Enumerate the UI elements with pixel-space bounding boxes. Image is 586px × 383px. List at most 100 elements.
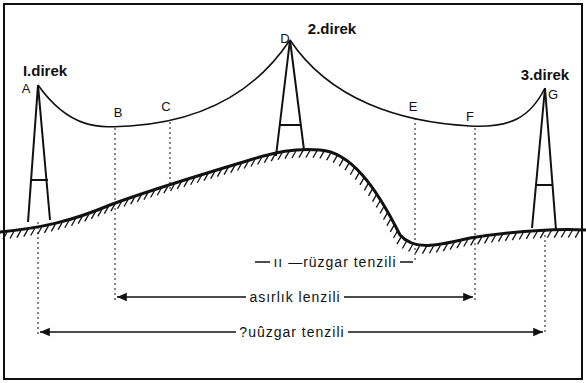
- ground-hatch: [333, 156, 337, 163]
- ground-hatch: [390, 225, 394, 232]
- ground-hatch: [91, 212, 95, 219]
- ground-line: [0, 149, 586, 245]
- ground-hatch: [58, 223, 62, 230]
- point-label: B: [114, 106, 123, 119]
- ground-hatch: [10, 231, 14, 238]
- ground-hatch: [171, 184, 175, 191]
- ground-hatch: [306, 151, 310, 158]
- ground-hatch: [124, 199, 128, 206]
- ground-hatch: [313, 151, 317, 158]
- ground-hatch: [429, 246, 433, 253]
- ground-hatch: [443, 244, 447, 251]
- ground-hatch: [384, 213, 388, 220]
- ground-hatch: [436, 245, 440, 252]
- conductor: [38, 40, 545, 127]
- pole-label: 3.direk: [521, 67, 569, 82]
- ground-hatch: [98, 209, 102, 216]
- ground-hatch: [568, 231, 572, 238]
- ground-hatch: [350, 168, 354, 175]
- ground-hatch: [478, 237, 482, 244]
- ground-hatch: [554, 231, 558, 238]
- ground-hatch: [409, 244, 413, 251]
- ground-hatch: [204, 174, 208, 181]
- ground-hatch: [299, 151, 303, 158]
- ground-hatch: [526, 232, 530, 239]
- ground-hatch: [471, 238, 475, 245]
- pole-label: I.direk: [23, 63, 67, 78]
- ground-hatch: [327, 153, 331, 160]
- ground-hatch: [387, 219, 391, 226]
- ground-hatch: [65, 221, 69, 228]
- ground-hatch: [224, 168, 228, 175]
- ground-hatch: [104, 207, 108, 214]
- span-label: ?uûzgar tenzili: [236, 325, 347, 339]
- ground-hatch: [31, 228, 35, 235]
- ground-hatch: [415, 246, 419, 253]
- ground-hatch: [457, 241, 461, 248]
- ground-hatch: [238, 164, 242, 171]
- ground-hatch: [131, 197, 135, 204]
- ground-hatch: [197, 176, 201, 183]
- ground-hatch: [3, 232, 7, 239]
- point-label: D: [280, 32, 289, 45]
- ground-hatch: [137, 195, 141, 202]
- ground-hatch: [258, 157, 262, 164]
- ground-hatch: [85, 214, 89, 221]
- ground-hatch: [278, 153, 282, 160]
- frame: [4, 4, 582, 379]
- point-label: F: [466, 110, 474, 123]
- ground-hatch: [285, 152, 289, 159]
- ground-hatch: [184, 180, 188, 187]
- ground-hatch: [244, 162, 248, 169]
- ground-hatch: [397, 237, 401, 244]
- dimension-lines: [40, 262, 543, 332]
- ground-hatch: [533, 231, 537, 238]
- ground-hatch: [505, 234, 509, 241]
- ground-hatch: [292, 151, 296, 158]
- ground-hatch: [360, 178, 364, 185]
- ground-hatch: [376, 201, 380, 208]
- ground-hatch: [320, 151, 324, 158]
- point-label: G: [548, 88, 558, 101]
- ground-hatch: [422, 247, 426, 254]
- span-label: asırlık lenzili: [246, 290, 343, 304]
- ground-hatch: [72, 219, 76, 226]
- ground-hatch: [373, 195, 377, 202]
- ground-hatch: [339, 159, 343, 166]
- ground-hatch: [251, 159, 255, 166]
- ground-hatch: [177, 182, 181, 189]
- ground-hatch: [402, 241, 406, 248]
- point-label: A: [22, 82, 31, 95]
- ground-hatch: [364, 183, 368, 190]
- ground-hatch: [561, 230, 565, 237]
- ground-hatch: [380, 207, 384, 214]
- ground-hatch: [355, 173, 359, 180]
- ground-hatch: [164, 186, 168, 193]
- ground-hatch: [191, 178, 195, 185]
- ground-hatch: [369, 189, 373, 196]
- ground-hatch: [485, 236, 489, 243]
- point-label: C: [161, 100, 170, 113]
- ground-hatch: [51, 224, 55, 231]
- ground-hatch: [217, 170, 221, 177]
- ground-hatch: [498, 235, 502, 242]
- ground-hatch: [24, 230, 28, 237]
- point-label: E: [409, 100, 418, 113]
- ground-hatch: [519, 233, 523, 240]
- ground-hatch: [78, 217, 82, 224]
- span-label: ıı —rüzgar tenzili: [270, 255, 399, 269]
- ground-hatch: [271, 154, 275, 161]
- ground-hatch: [144, 193, 148, 200]
- ground-hatch: [117, 202, 121, 209]
- ground-hatch: [512, 233, 516, 240]
- ground-hatch: [575, 231, 579, 238]
- ground-hatch: [393, 231, 397, 238]
- ground-hatch: [111, 204, 115, 211]
- poles: [28, 40, 556, 230]
- ground-hatch: [231, 166, 235, 173]
- ground-hatch: [464, 240, 468, 247]
- ground-hatch: [450, 243, 454, 250]
- ground-hatch: [211, 172, 215, 179]
- ground-hatch: [44, 226, 48, 233]
- ground-hatch: [264, 156, 268, 163]
